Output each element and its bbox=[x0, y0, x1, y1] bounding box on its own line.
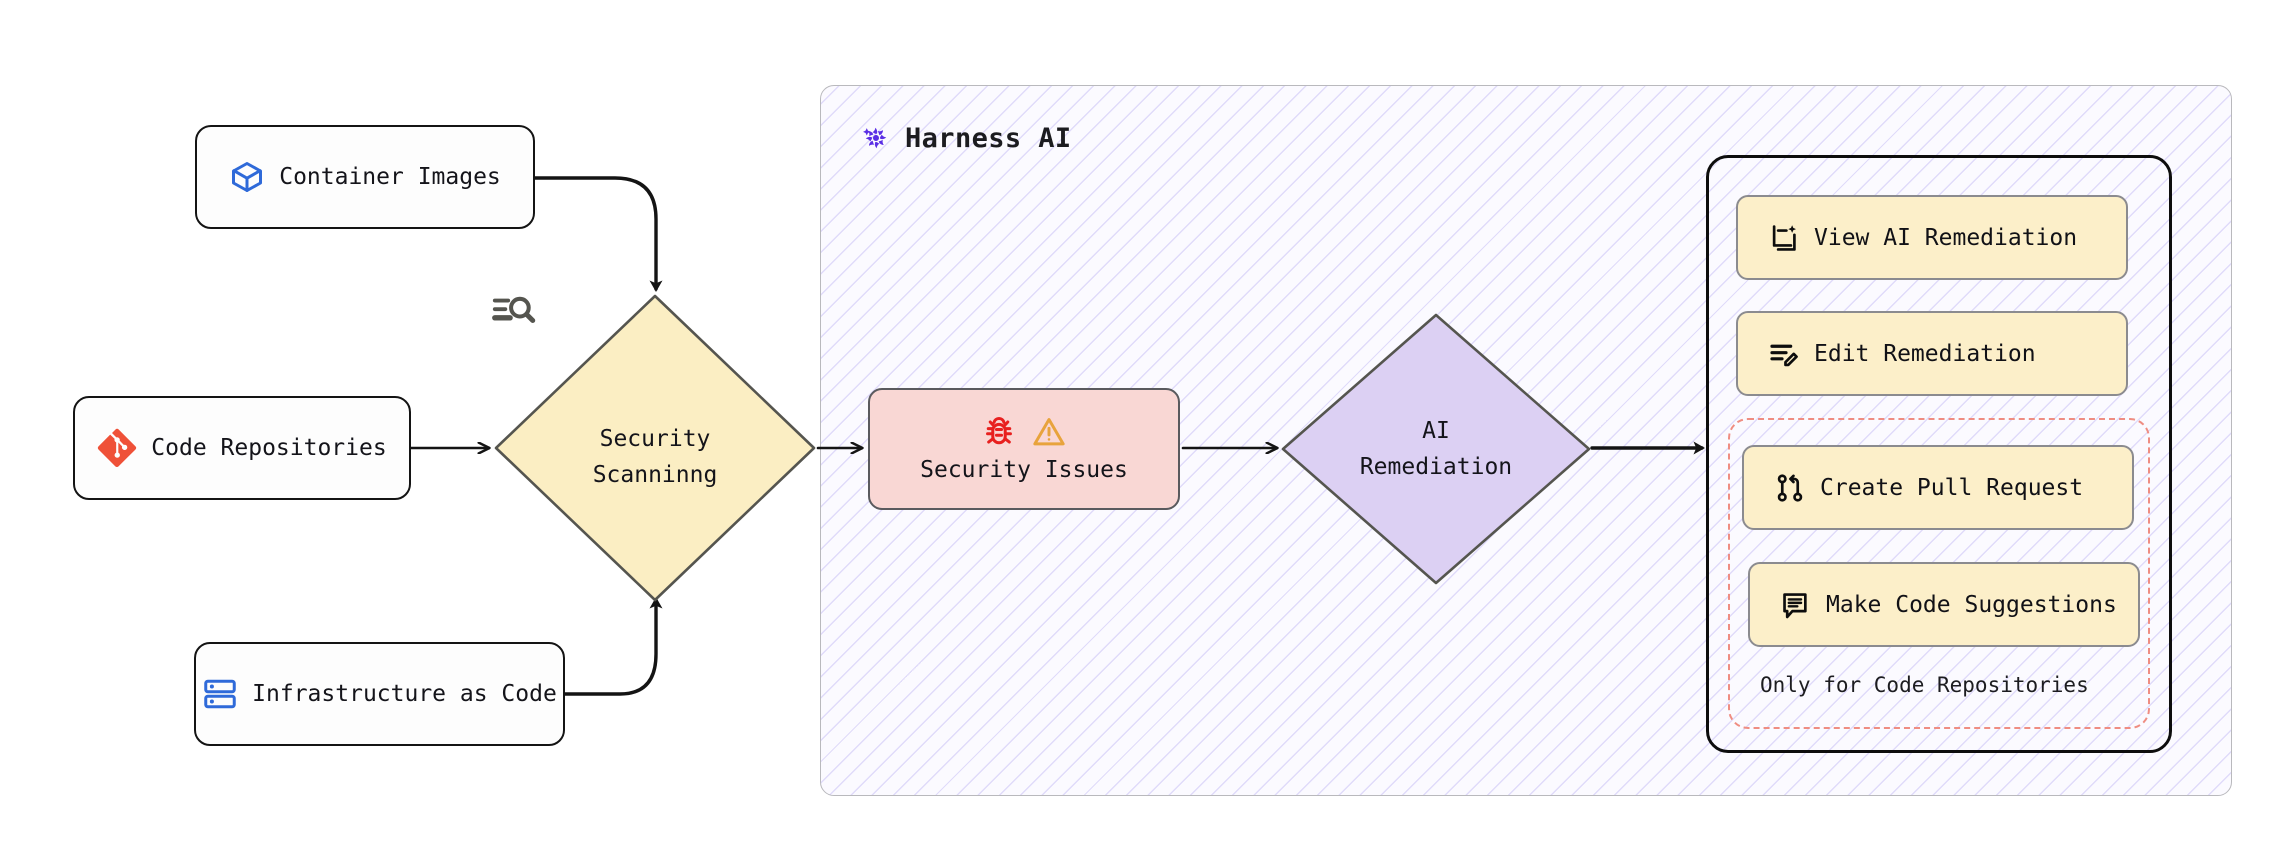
button-label: Create Pull Request bbox=[1820, 474, 2084, 501]
edge-infrastructure-to-scanning bbox=[563, 597, 663, 696]
document-sparkle-icon bbox=[1768, 222, 1800, 254]
server-stack-icon bbox=[202, 676, 238, 712]
node-container-images[interactable]: Container Images bbox=[195, 125, 535, 229]
security-issues-icons bbox=[982, 415, 1066, 449]
subgraph-title-label: Harness AI bbox=[905, 122, 1072, 154]
button-create-pull-request[interactable]: Create Pull Request bbox=[1742, 445, 2134, 530]
node-code-repositories[interactable]: Code Repositories bbox=[73, 396, 411, 500]
button-edit-remediation[interactable]: Edit Remediation bbox=[1736, 311, 2128, 396]
button-view-ai-remediation[interactable]: View AI Remediation bbox=[1736, 195, 2128, 280]
git-icon bbox=[97, 428, 137, 468]
node-ai-remediation[interactable]: AI Remediation bbox=[1278, 310, 1594, 588]
bug-icon bbox=[982, 415, 1016, 449]
code-repositories-only-caption: Only for Code Repositories bbox=[1760, 673, 2089, 697]
git-pull-request-icon bbox=[1774, 472, 1806, 504]
remediation-actions-box bbox=[1706, 155, 2172, 753]
edge-container-images-to-scanning bbox=[533, 176, 663, 292]
comment-lines-icon bbox=[1780, 589, 1812, 621]
button-label: View AI Remediation bbox=[1814, 224, 2078, 251]
node-infrastructure-as-code[interactable]: Infrastructure as Code bbox=[194, 642, 565, 746]
node-label: Infrastructure as Code bbox=[252, 681, 557, 707]
button-label: Edit Remediation bbox=[1814, 340, 2036, 367]
node-label: Container Images bbox=[279, 164, 501, 190]
node-label: Code Repositories bbox=[151, 435, 387, 461]
lines-pencil-icon bbox=[1768, 338, 1800, 370]
security-issues-label: Security Issues bbox=[920, 457, 1128, 483]
code-repositories-only-group bbox=[1728, 418, 2150, 729]
cube-icon bbox=[229, 159, 265, 195]
warning-triangle-icon bbox=[1032, 415, 1066, 449]
node-security-scanning[interactable]: Security Scanninng bbox=[490, 290, 820, 606]
node-security-issues[interactable]: Security Issues bbox=[868, 388, 1180, 510]
button-label: Make Code Suggestions bbox=[1826, 591, 2117, 618]
harness-pinwheel-icon bbox=[859, 121, 893, 155]
subgraph-title: Harness AI bbox=[859, 121, 1072, 155]
button-make-code-suggestions[interactable]: Make Code Suggestions bbox=[1748, 562, 2140, 647]
